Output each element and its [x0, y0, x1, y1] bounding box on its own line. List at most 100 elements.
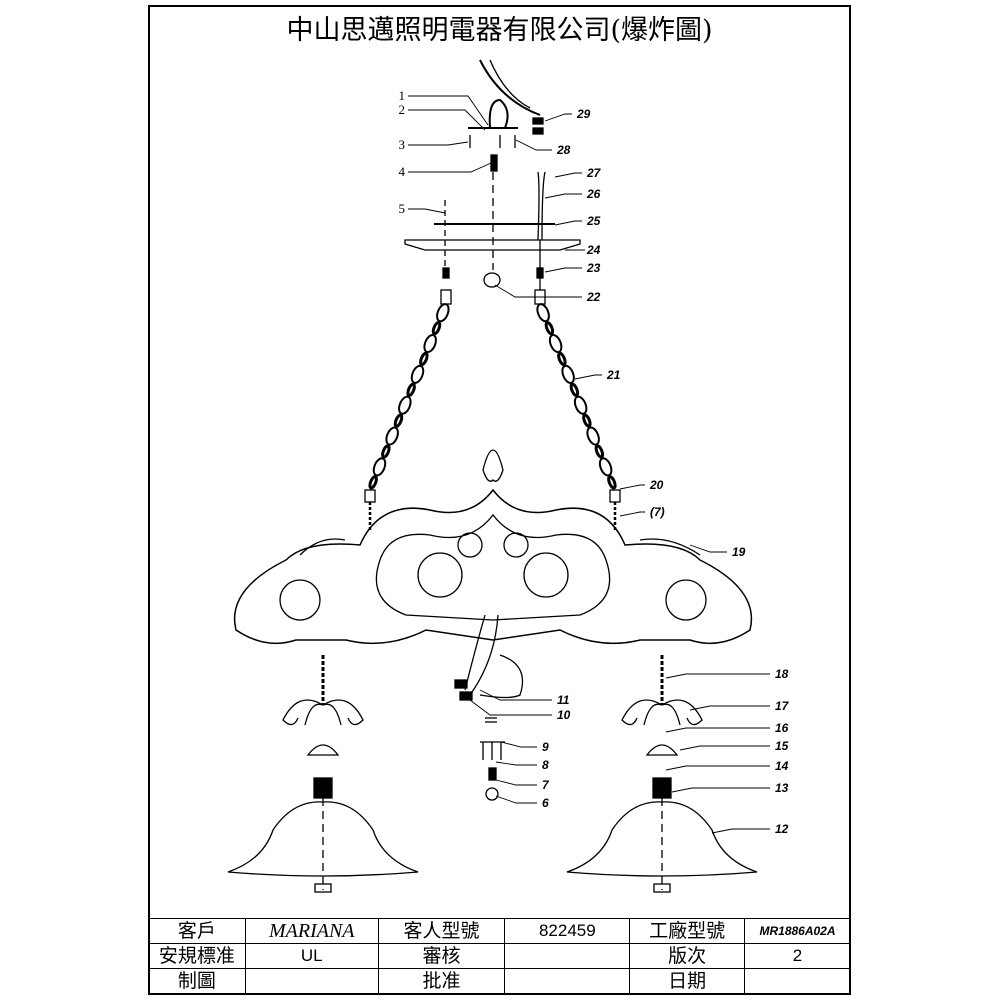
cup: [306, 744, 340, 756]
part-number-label: 19: [732, 545, 746, 559]
part-number-label: 15: [775, 739, 789, 753]
chain-link: [582, 413, 592, 428]
chain-link: [398, 395, 412, 415]
part-callout: 2: [399, 102, 486, 131]
part-number-label: 2: [399, 102, 406, 117]
chain-link: [561, 364, 575, 384]
part-callout: 4: [399, 162, 492, 179]
part-callout: 5: [399, 201, 446, 216]
part-callout: 27: [554, 166, 602, 180]
part-callout: 8: [495, 758, 549, 772]
drawing-title: 中山思邁照明電器有限公司(爆炸圖): [286, 15, 713, 46]
chain-link: [594, 444, 605, 459]
part-number-label: 6: [542, 796, 549, 810]
part-callout: 19: [689, 544, 746, 559]
chain-link: [598, 457, 613, 477]
part-callout: 9: [500, 740, 549, 754]
title-block-label: 批准: [377, 968, 506, 994]
title-block-value: [504, 968, 631, 994]
part-callout: 10: [469, 699, 571, 722]
part-number-label: 8: [542, 758, 549, 772]
title-block-value: MARIANA: [244, 918, 379, 944]
title-block-label: 安規標准: [148, 943, 246, 969]
part-number-label: 12: [775, 822, 789, 836]
part-number-label: 23: [586, 261, 601, 275]
part-callout: 26: [544, 187, 601, 201]
chain-link: [372, 457, 387, 477]
part-callout: 29: [544, 107, 591, 122]
chain-link: [544, 320, 555, 336]
part-callout: 20: [619, 478, 664, 492]
part-number-label: (7): [650, 505, 665, 519]
part-callout: (7): [619, 505, 665, 519]
part-number-label: 5: [399, 201, 406, 216]
chain-hook: [609, 489, 621, 503]
title-block-label: 工廠型號: [629, 918, 746, 944]
glass-shade: [227, 801, 419, 877]
part-callout: 25: [554, 214, 601, 228]
part-callout: 15: [679, 739, 789, 753]
socket: [652, 777, 672, 799]
chain-link: [607, 475, 617, 490]
part-callout: 11: [479, 689, 570, 707]
chain-link: [406, 382, 416, 397]
part-number-label: 22: [586, 290, 601, 304]
part-number-label: 17: [775, 699, 790, 713]
part-callout: 22: [494, 284, 601, 304]
part-number-label: 16: [775, 721, 789, 735]
chain-link: [436, 303, 450, 323]
chain-link: [548, 333, 563, 354]
title-block-value: [504, 943, 631, 969]
chain-link: [423, 334, 437, 354]
part-number-label: 28: [556, 143, 571, 157]
part-callout: 17: [689, 699, 790, 713]
part-number-label: 9: [542, 740, 549, 754]
part-callout: 3: [399, 137, 469, 152]
part-number-label: 4: [399, 164, 406, 179]
title-block-label: 版次: [629, 943, 746, 969]
finial: [653, 883, 671, 893]
finial: [314, 883, 332, 893]
part-callout: 7: [495, 778, 550, 792]
part-callout: 14: [665, 759, 789, 773]
part-callout: 1: [399, 88, 489, 126]
part-callout: 28: [515, 139, 571, 157]
title-block-value: UL: [244, 943, 379, 969]
title-block-value: MR1886A02A: [744, 918, 851, 944]
cup: [645, 744, 679, 756]
glass-shade: [566, 801, 758, 877]
drawing-frame: [148, 5, 851, 995]
title-block-label: 日期: [629, 968, 746, 994]
chain-hook: [364, 489, 376, 503]
title-block-value: 822459: [504, 918, 631, 944]
part-number-label: 3: [399, 137, 406, 152]
chain-link: [385, 426, 399, 446]
part-number-label: 7: [542, 778, 550, 792]
part-number-label: 14: [775, 759, 789, 773]
title-block-label: 客人型號: [377, 918, 506, 944]
part-callout: 13: [671, 781, 789, 795]
part-number-label: 13: [775, 781, 789, 795]
chain-link: [586, 426, 600, 446]
socket: [313, 777, 333, 799]
chain-link: [419, 351, 429, 367]
part-callout: 23: [544, 261, 601, 275]
part-number-label: 29: [576, 107, 591, 121]
part-number-label: 11: [557, 693, 570, 707]
chain-link: [393, 413, 404, 428]
title-block-value: [744, 968, 851, 994]
title-block-value: [244, 968, 379, 994]
title-block-label: 客戶: [148, 918, 246, 944]
chain-link: [381, 444, 391, 459]
part-number-label: 26: [586, 187, 601, 201]
title-block-label: 制圖: [148, 968, 246, 994]
part-callout: 21: [574, 368, 621, 382]
chain-link: [557, 351, 567, 367]
chain-link: [368, 475, 378, 490]
part-number-label: 27: [586, 166, 602, 180]
title-block-label: 審核: [377, 943, 506, 969]
